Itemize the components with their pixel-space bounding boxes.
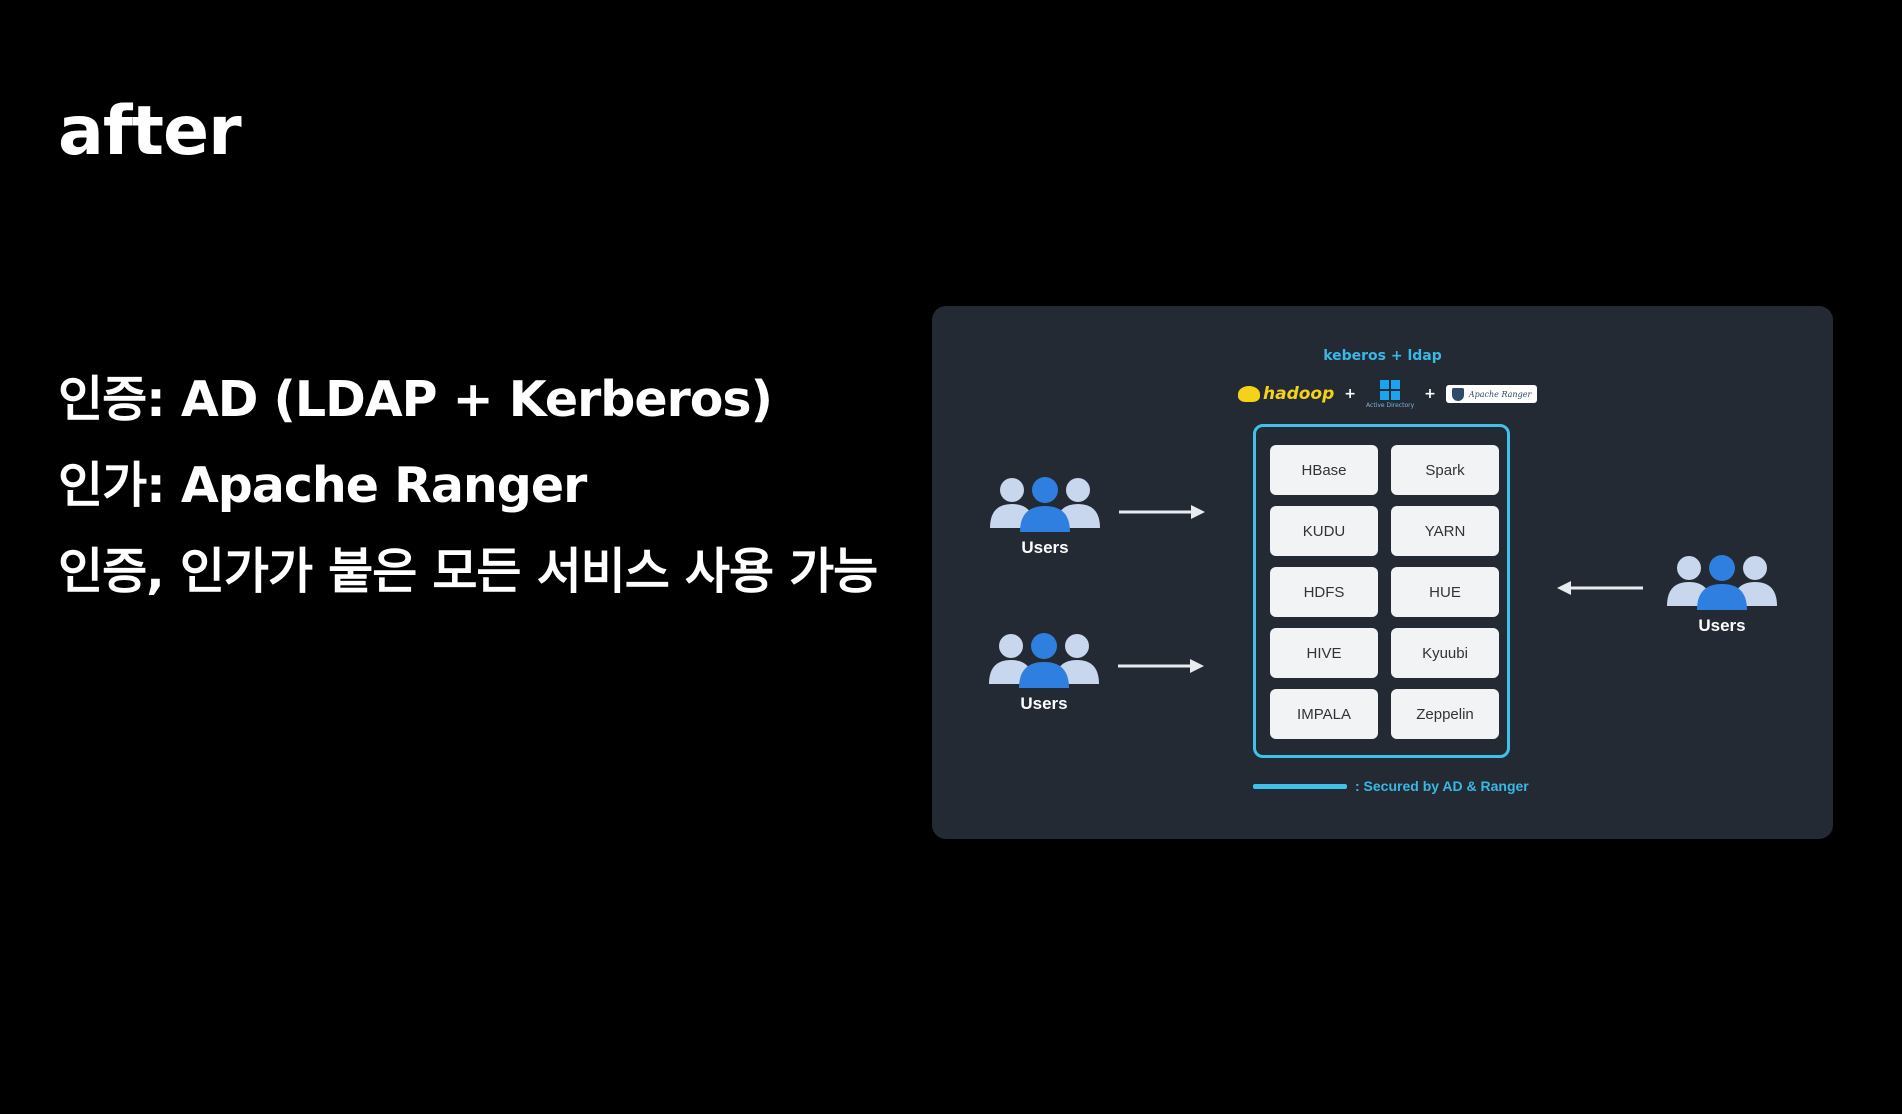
logo-row: hadoop + Active Directory + Apache Range… bbox=[1238, 378, 1538, 410]
service-impala: IMPALA bbox=[1270, 689, 1378, 739]
service-kudu: KUDU bbox=[1270, 506, 1378, 556]
users-label: Users bbox=[1020, 694, 1068, 713]
service-yarn: YARN bbox=[1391, 506, 1499, 556]
user-group-bottom-left: Users bbox=[984, 632, 1104, 714]
service-hue: HUE bbox=[1391, 567, 1499, 617]
service-hbase: HBase bbox=[1270, 445, 1378, 495]
users-label: Users bbox=[1021, 538, 1069, 557]
bullet-services: 인증, 인가가 붙은 모든 서비스 사용 가능 bbox=[58, 543, 878, 600]
arrow-left-icon bbox=[1557, 581, 1643, 595]
active-directory-caption: Active Directory bbox=[1366, 401, 1415, 409]
architecture-diagram: keberos + ldap hadoop + Active Directory… bbox=[932, 306, 1833, 839]
diagram-heading: keberos + ldap bbox=[1323, 348, 1442, 364]
user-group-right: Users bbox=[1662, 554, 1782, 636]
apache-ranger-logo-text: Apache Ranger bbox=[1468, 389, 1532, 399]
users-icon bbox=[989, 633, 1099, 688]
plus-sign: + bbox=[1344, 386, 1357, 402]
hadoop-logo: hadoop bbox=[1238, 384, 1334, 404]
hadoop-logo-text: hadoop bbox=[1263, 384, 1335, 404]
bullet-authentication: 인증: AD (LDAP + Kerberos) bbox=[58, 371, 773, 428]
windows-icon bbox=[1380, 379, 1401, 400]
bullet-list: 인증: AD (LDAP + Kerberos) 인가: Apache Rang… bbox=[58, 370, 878, 628]
users-icon bbox=[990, 477, 1100, 532]
arrow-right-icon bbox=[1118, 659, 1204, 673]
service-kyuubi: Kyuubi bbox=[1391, 628, 1499, 678]
plus-sign: + bbox=[1424, 386, 1436, 402]
slide-title: after bbox=[58, 92, 242, 171]
users-label: Users bbox=[1698, 616, 1746, 635]
bullet-authorization: 인가: Apache Ranger bbox=[58, 457, 587, 514]
service-hdfs: HDFS bbox=[1270, 567, 1378, 617]
active-directory-logo: Active Directory bbox=[1366, 379, 1415, 409]
service-grid: HBase Spark KUDU YARN HDFS HUE HIVE Kyuu… bbox=[1270, 445, 1499, 739]
elephant-icon bbox=[1238, 386, 1260, 402]
service-zeppelin: Zeppelin bbox=[1391, 689, 1499, 739]
legend-line bbox=[1253, 783, 1347, 789]
apache-ranger-logo: Apache Ranger bbox=[1445, 385, 1538, 403]
arrow-right-icon bbox=[1119, 505, 1205, 519]
service-hive: HIVE bbox=[1270, 628, 1378, 678]
secured-services-frame: HBase Spark KUDU YARN HDFS HUE HIVE Kyuu… bbox=[1253, 424, 1510, 758]
legend: : Secured by AD & Ranger bbox=[1253, 778, 1529, 794]
users-icon bbox=[1667, 555, 1777, 610]
shield-icon bbox=[1451, 387, 1464, 401]
user-group-top-left: Users bbox=[985, 476, 1105, 558]
service-spark: Spark bbox=[1391, 445, 1499, 495]
legend-text: : Secured by AD & Ranger bbox=[1355, 778, 1529, 794]
